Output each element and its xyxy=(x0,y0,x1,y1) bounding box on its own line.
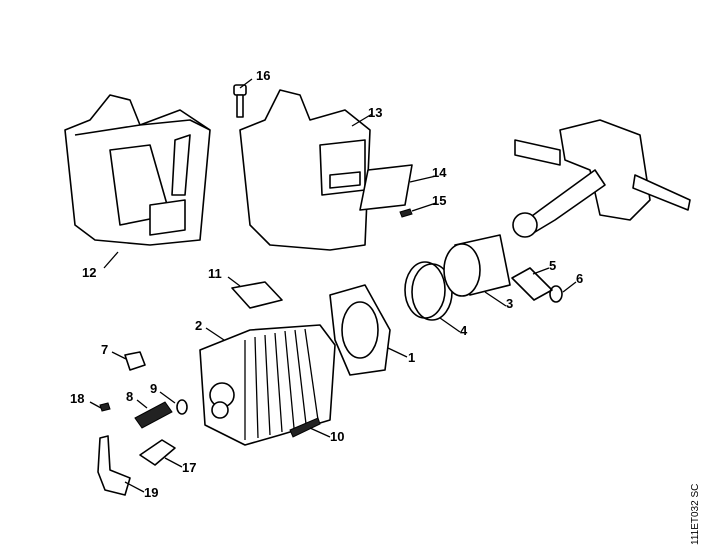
callout-15: 15 xyxy=(432,193,446,208)
washer-9-drawing xyxy=(176,399,188,415)
callout-6: 6 xyxy=(576,271,583,286)
callout-14: 14 xyxy=(432,165,447,180)
spark-plug-17-drawing xyxy=(139,439,176,466)
crankshaft-drawing xyxy=(512,119,691,238)
plug-18-drawing xyxy=(99,402,111,412)
screw-10-drawing xyxy=(289,417,321,438)
muffler-12-drawing xyxy=(64,94,211,246)
callout-2: 2 xyxy=(195,318,202,333)
callout-11: 11 xyxy=(208,266,222,281)
screw-16-drawing xyxy=(233,84,247,118)
cylinder-2-drawing xyxy=(199,324,336,446)
screw-15-drawing xyxy=(399,208,413,218)
muffler-13-drawing xyxy=(239,89,371,251)
valve-8-drawing xyxy=(134,401,173,429)
screen-14-drawing xyxy=(359,164,413,211)
callout-7: 7 xyxy=(101,342,108,357)
callout-3: 3 xyxy=(506,296,513,311)
boot-19-drawing xyxy=(97,435,131,496)
callout-5: 5 xyxy=(549,258,556,273)
callout-18: 18 xyxy=(70,391,84,406)
circlip-6-drawing xyxy=(549,285,563,303)
piston-pin-5-drawing xyxy=(511,267,553,301)
callout-17: 17 xyxy=(182,460,196,475)
piston-3-drawing xyxy=(443,234,511,297)
callout-13: 13 xyxy=(368,105,382,120)
callout-19: 19 xyxy=(144,485,158,500)
plug-7-drawing xyxy=(124,351,146,371)
callout-4: 4 xyxy=(460,323,468,338)
callout-9: 9 xyxy=(150,381,157,396)
callout-12: 12 xyxy=(82,265,96,280)
callout-8: 8 xyxy=(126,389,133,404)
callout-16: 16 xyxy=(256,68,270,83)
gasket-11-drawing xyxy=(231,281,283,309)
callout-1: 1 xyxy=(408,350,415,365)
cylinder-gasket-1-drawing xyxy=(329,284,391,376)
leader-lines xyxy=(89,78,577,493)
callout-10: 10 xyxy=(330,429,344,444)
drawing-code: 111ET032 SC xyxy=(690,483,701,545)
